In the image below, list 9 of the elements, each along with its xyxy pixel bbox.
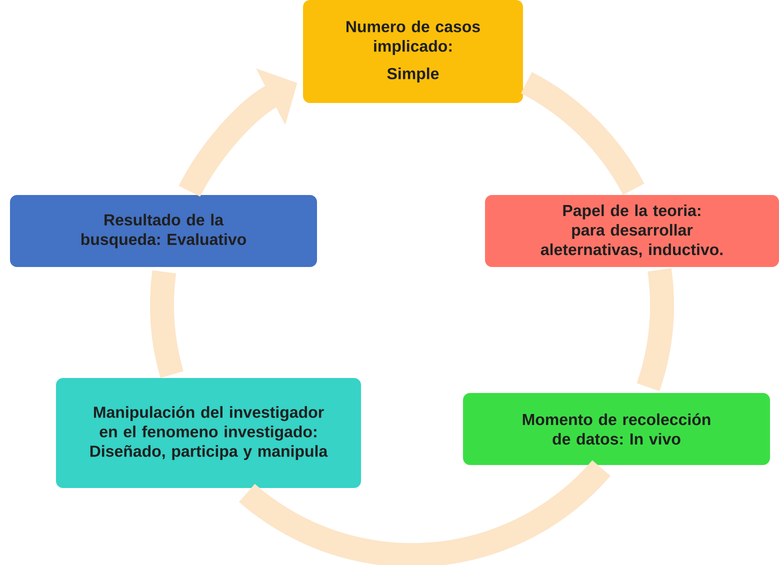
cycle-arc xyxy=(520,72,644,196)
process-box: Numero de casos implicado: Simple xyxy=(303,0,523,103)
process-box: Papel de la teoria: para desarrollar aleternativas, inductivo. xyxy=(485,195,779,267)
process-box: Manipulación del investigador en el fenomeno investigado: Diseñado, participa y manipula xyxy=(56,378,361,488)
cycle-arc xyxy=(150,270,184,378)
process-box: Resultado de la busqueda: Evaluativo xyxy=(10,195,317,267)
process-box: Momento de recolección de datos: In vivo xyxy=(463,393,770,465)
cycle-arc xyxy=(239,460,610,565)
cycle-arc xyxy=(636,268,674,391)
